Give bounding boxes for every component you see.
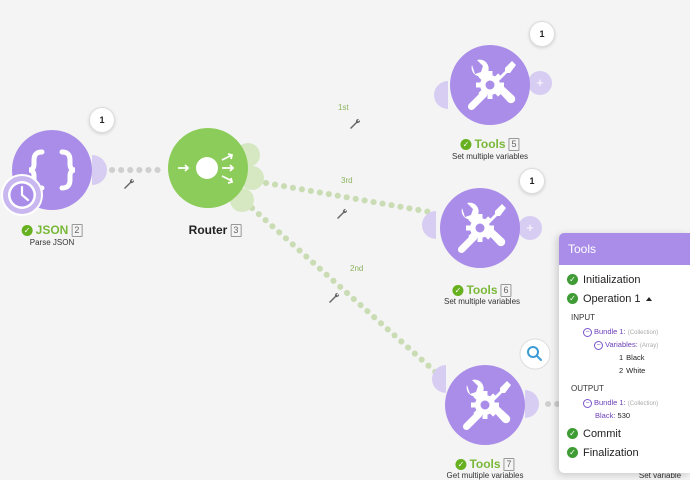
commit-row[interactable]: ✓ Commit	[559, 424, 690, 443]
tools-module-5[interactable]: +	[434, 45, 552, 125]
link-router-tools6	[263, 180, 433, 215]
collapse-caret-icon[interactable]	[646, 296, 653, 301]
router-arrows-icon	[178, 153, 235, 184]
route-label-3rd: 3rd	[341, 176, 353, 185]
router-module-label: Router 3	[189, 223, 242, 237]
json-module-subtitle: Parse JSON	[29, 238, 75, 247]
add-module-icon[interactable]: +	[536, 75, 544, 90]
filter-wrench-icon[interactable]	[350, 118, 361, 129]
json-module[interactable]	[1, 130, 107, 216]
success-check-icon: ✓	[455, 458, 467, 470]
operations-count-badge[interactable]: 1	[519, 168, 545, 194]
success-check-icon: ✓	[21, 224, 33, 236]
execution-inspector-panel: Tools ✓ Initialization ✓ Operation 1 INP…	[559, 233, 690, 473]
json-module-label: ✓ JSON 2	[21, 223, 83, 237]
tools5-module-subtitle: Set multiple variables	[451, 152, 529, 161]
success-check-icon: ✓	[452, 284, 464, 296]
tools-module-7[interactable]	[432, 365, 539, 445]
initialization-row[interactable]: ✓ Initialization	[559, 270, 690, 289]
router-module[interactable]	[168, 128, 264, 212]
success-check-icon: ✓	[460, 138, 472, 150]
success-check-icon: ✓	[567, 274, 578, 285]
output-bundle-row[interactable]: −Bundle 1: (Collection)	[559, 396, 690, 409]
collapse-minus-icon[interactable]: −	[583, 398, 592, 408]
tools6-module-subtitle: Set multiple variables	[443, 297, 521, 306]
collapse-minus-icon[interactable]: −	[583, 327, 592, 337]
link-router-tools5	[262, 96, 440, 150]
link-router-tools7	[249, 205, 443, 379]
operation-row[interactable]: ✓ Operation 1	[559, 289, 690, 308]
tools7-module-subtitle: Get multiple variables	[446, 471, 524, 480]
output-section-title: OUTPUT	[571, 384, 604, 393]
tools-module-6[interactable]: +	[422, 188, 542, 268]
tools5-module-label: ✓ Tools 5	[460, 137, 520, 151]
add-module-icon[interactable]: +	[526, 220, 534, 235]
input-section-title: INPUT	[571, 313, 595, 322]
collapse-minus-icon[interactable]: −	[594, 340, 603, 350]
variables-row[interactable]: −Variables: (Array)	[559, 338, 690, 351]
clock-icon[interactable]	[1, 174, 43, 216]
input-bundle-row[interactable]: −Bundle 1: (Collection)	[559, 325, 690, 338]
tools7-module-label: ✓ Tools 7	[455, 457, 515, 471]
filter-wrench-icon[interactable]	[124, 178, 135, 189]
success-check-icon: ✓	[567, 428, 578, 439]
operations-count-badge[interactable]: 1	[89, 107, 115, 133]
tools6-module-label: ✓ Tools 6	[452, 283, 512, 297]
route-label-1st: 1st	[338, 103, 349, 112]
next-module-subtitle: Set variable	[638, 471, 682, 480]
panel-title: Tools	[559, 233, 690, 265]
success-check-icon: ✓	[567, 293, 578, 304]
output-value-row: Black: 530	[595, 411, 631, 420]
operations-count-badge[interactable]: 1	[529, 21, 555, 47]
filter-wrench-icon[interactable]	[337, 208, 348, 219]
filter-wrench-icon[interactable]	[329, 292, 340, 303]
route-label-2nd: 2nd	[350, 264, 364, 273]
inspect-search-button[interactable]	[519, 338, 551, 370]
search-icon	[527, 346, 542, 361]
finalization-row[interactable]: ✓ Finalization	[559, 443, 690, 462]
success-check-icon: ✓	[567, 447, 578, 458]
